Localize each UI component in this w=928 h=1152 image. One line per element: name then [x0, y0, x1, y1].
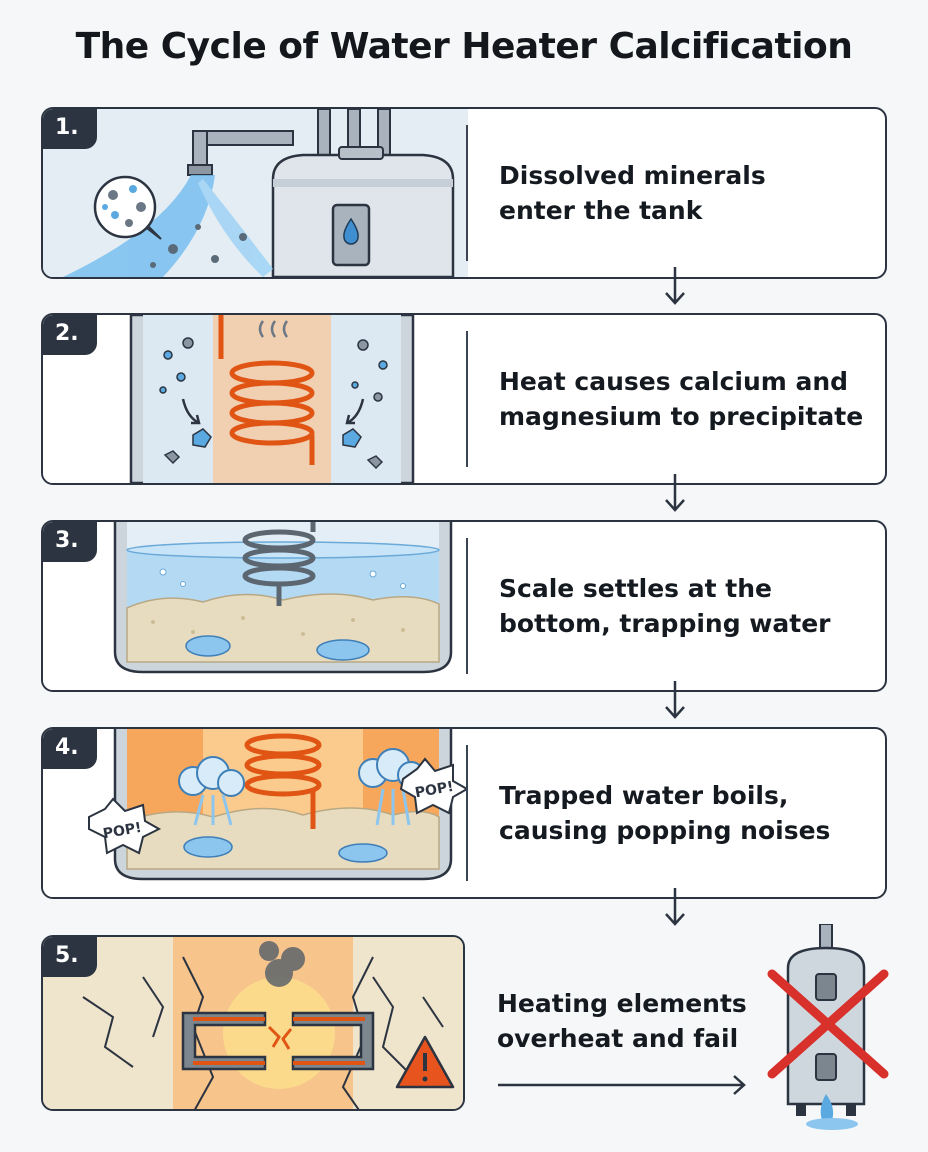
step-text-line: enter the tank: [499, 196, 703, 225]
down-arrow-icon: [665, 267, 685, 305]
step-4-card: 4. POP! POP! Trapped water boi: [41, 727, 887, 899]
step-number-badge: 2.: [43, 315, 97, 355]
step-number-badge: 3.: [43, 522, 97, 562]
step-5-description: Heating elements overheat and fail: [497, 986, 777, 1056]
heating-coil-icon: [242, 522, 316, 606]
water-bubble-icon: [185, 635, 370, 661]
step-1-illustration: [43, 109, 468, 277]
steam-burst-icon: [178, 748, 425, 826]
pop-label: POP!: [102, 820, 143, 842]
heat-wave-icon: [258, 320, 289, 338]
heating-coil-icon: [244, 733, 322, 829]
step-text-line: Trapped water boils,: [499, 781, 789, 810]
step-4-description: Trapped water boils, causing popping nois…: [499, 729, 879, 897]
step-divider: [466, 331, 468, 467]
step-text-line: Scale settles at the: [499, 574, 772, 603]
pop-sound-icon: POP! POP!: [88, 757, 468, 855]
step-3-card: 3. Scale settles at the bottom, trapping …: [41, 520, 887, 692]
step-divider: [466, 538, 468, 674]
mineral-particles-icon: [93, 175, 162, 240]
right-arrow-icon: [498, 1075, 746, 1095]
step-5-illustration: [43, 937, 463, 1109]
step-text-line: overheat and fail: [497, 1024, 739, 1053]
step-number-badge: 5.: [43, 937, 97, 977]
step-divider: [466, 125, 468, 261]
step-text-line: bottom, trapping water: [499, 609, 831, 638]
step-3-illustration: [43, 522, 468, 690]
step-text-line: Dissolved minerals: [499, 161, 766, 190]
page-title: The Cycle of Water Heater Calcification: [75, 26, 853, 67]
step-2-illustration: [43, 315, 468, 483]
broken-heating-element-icon: [181, 1011, 375, 1071]
water-drop-icon: [343, 217, 359, 245]
step-2-card: 2. He: [41, 313, 887, 485]
heating-coil-icon: [218, 315, 315, 465]
step-1-card: 1.: [41, 107, 887, 279]
step-4-illustration: POP! POP!: [43, 729, 468, 897]
mineral-crystal-icon: [159, 337, 388, 470]
step-divider: [466, 745, 468, 881]
warning-triangle-icon: [395, 1035, 455, 1089]
step-1-description: Dissolved minerals enter the tank: [499, 109, 879, 277]
step-number-badge: 1.: [43, 109, 97, 149]
step-text-line: causing popping noises: [499, 816, 831, 845]
pipe-icon: [187, 109, 391, 176]
down-arrow-icon: [665, 888, 685, 926]
failed-water-heater-icon: [767, 924, 889, 1130]
step-2-description: Heat causes calcium and magnesium to prec…: [499, 315, 879, 483]
step-5-card: 5.: [41, 935, 465, 1111]
down-arrow-icon: [665, 474, 685, 512]
water-heater-tank-icon: [271, 146, 455, 277]
step-text-line: Heat causes calcium and: [499, 367, 849, 396]
step-3-description: Scale settles at the bottom, trapping wat…: [499, 522, 879, 690]
step-text-line: Heating elements: [497, 989, 747, 1018]
pop-label: POP!: [414, 779, 455, 801]
down-arrow-icon: [665, 681, 685, 719]
step-number-badge: 4.: [43, 729, 97, 769]
red-x-icon: [767, 969, 889, 1079]
step-text-line: magnesium to precipitate: [499, 402, 864, 431]
